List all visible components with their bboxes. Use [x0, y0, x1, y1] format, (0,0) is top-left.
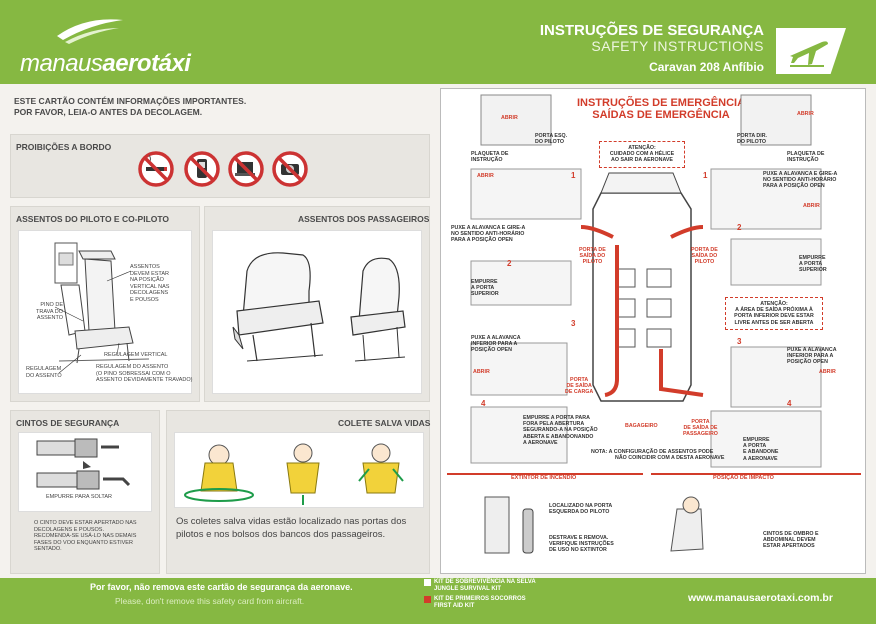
takeoff-plane-icon [776, 28, 846, 74]
no-camera-icon [272, 151, 308, 187]
abrir-step3-left: ABRIR [473, 369, 490, 375]
passenger-seat-illustration [212, 230, 422, 394]
left-pilot-door-label: PORTA ESQ.DO PILOTO [535, 133, 568, 146]
step-2-left: 2 [507, 259, 512, 268]
abrir-step3-right: ABRIR [819, 369, 836, 375]
step-3-right: 3 [737, 337, 742, 346]
vest-step-1 [184, 444, 254, 502]
title-en: SAFETY INSTRUCTIONS [591, 38, 764, 54]
no-mobile-phone-icon [184, 151, 220, 187]
seat-adjust-note: REGULAGEM DO ASSENTO(O PINO SOBRESSAI CO… [96, 364, 193, 383]
life-vest-illustration [174, 432, 424, 508]
extinguisher-divider [447, 473, 643, 475]
no-smoking-icon [138, 151, 174, 187]
brand-name: manausaerotáxi [20, 50, 191, 77]
intro-notice: ESTE CARTÃO CONTÉM INFORMAÇÕES IMPORTANT… [14, 96, 247, 117]
pilot-seat-illustration [18, 230, 192, 394]
prohibitions-panel [10, 134, 430, 198]
emergency-instructions-sheet: INSTRUÇÕES DE EMERGÊNCIA SAÍDAS DE EMERG… [440, 88, 866, 574]
abrir-label-left: ABRIR [501, 115, 518, 121]
right-pilot-door-label: PORTA DIR.DO PILOTO [737, 133, 768, 146]
vest-step-3 [358, 443, 404, 494]
first-aid-icon [424, 596, 431, 603]
life-vest-drawing [184, 443, 404, 505]
prohibition-icons [138, 151, 308, 187]
pilot-seats-title: ASSENTOS DO PILOTO E CO-PILOTO [16, 214, 170, 224]
vest-step-2 [286, 443, 320, 505]
passenger-seats-title: ASSENTOS DOS PASSAGEIROS [298, 214, 430, 224]
release-label: EMPURRE PARA SOLTAR [46, 494, 113, 500]
abrir-label-right: ABRIR [797, 111, 814, 117]
footer-notice-en: Please, don't remove this safety card fr… [115, 596, 305, 606]
brand-area: manausaerotáxi [0, 0, 430, 84]
brand-swoosh-icon [57, 19, 123, 44]
impact-position-title: POSIÇÃO DE IMPACTO [713, 475, 774, 481]
emergency-drawing [470, 94, 822, 554]
website-url: www.manausaerotaxi.com.br [688, 592, 833, 604]
impact-divider [651, 473, 861, 475]
step-2-right: 2 [737, 223, 742, 232]
life-vest-title: COLETE SALVA VIDAS [338, 418, 431, 428]
step-4-right: 4 [787, 399, 792, 408]
abrir-step1-right: ABRIR [803, 203, 820, 209]
belt-buckle-drawing [36, 438, 131, 490]
emergency-title: INSTRUÇÕES DE EMERGÊNCIA SAÍDAS DE EMERG… [576, 97, 746, 121]
baggage-label: BAGAGEIRO [625, 423, 658, 429]
belt-illustration [18, 432, 152, 512]
extinguisher-title: EXTINTOR DE INCÊNDIO [511, 475, 577, 481]
life-vest-text: Os coletes salva vidas estão localizado … [176, 516, 407, 540]
aircraft-model: Caravan 208 Anfíbio [649, 60, 764, 74]
no-laptop-icon [228, 151, 264, 187]
vertical-adjust-label: REGULAGEM VERTICAL [104, 352, 168, 358]
seat-belts-title: CINTOS DE SEGURANÇA [16, 418, 120, 428]
footer-bar [0, 578, 876, 624]
prohibitions-title: PROIBIÇÕES A BORDO [16, 142, 112, 152]
jungle-kit-icon [424, 579, 431, 586]
abrir-step1-left: ABRIR [477, 173, 494, 179]
title-area: INSTRUÇÕES DE SEGURANÇA SAFETY INSTRUCTI… [440, 0, 876, 84]
passenger-seat-drawing [232, 252, 406, 362]
header-bar: manausaerotáxi INSTRUÇÕES DE SEGURANÇA S… [0, 0, 876, 84]
step-4-left: 4 [481, 399, 486, 408]
title-pt: INSTRUÇÕES DE SEGURANÇA [539, 22, 764, 39]
step-3-left: 3 [571, 319, 576, 328]
footer-notice-pt: Por favor, não remova este cartão de seg… [90, 582, 353, 592]
vertical-seat-note: ASSENTOS DEVEM ESTAR NA POSIÇÃO VERTICAL… [130, 264, 170, 303]
pilot-seat-drawing [54, 242, 150, 374]
step-1-left: 1 [571, 171, 576, 180]
step-1-right: 1 [703, 171, 708, 180]
